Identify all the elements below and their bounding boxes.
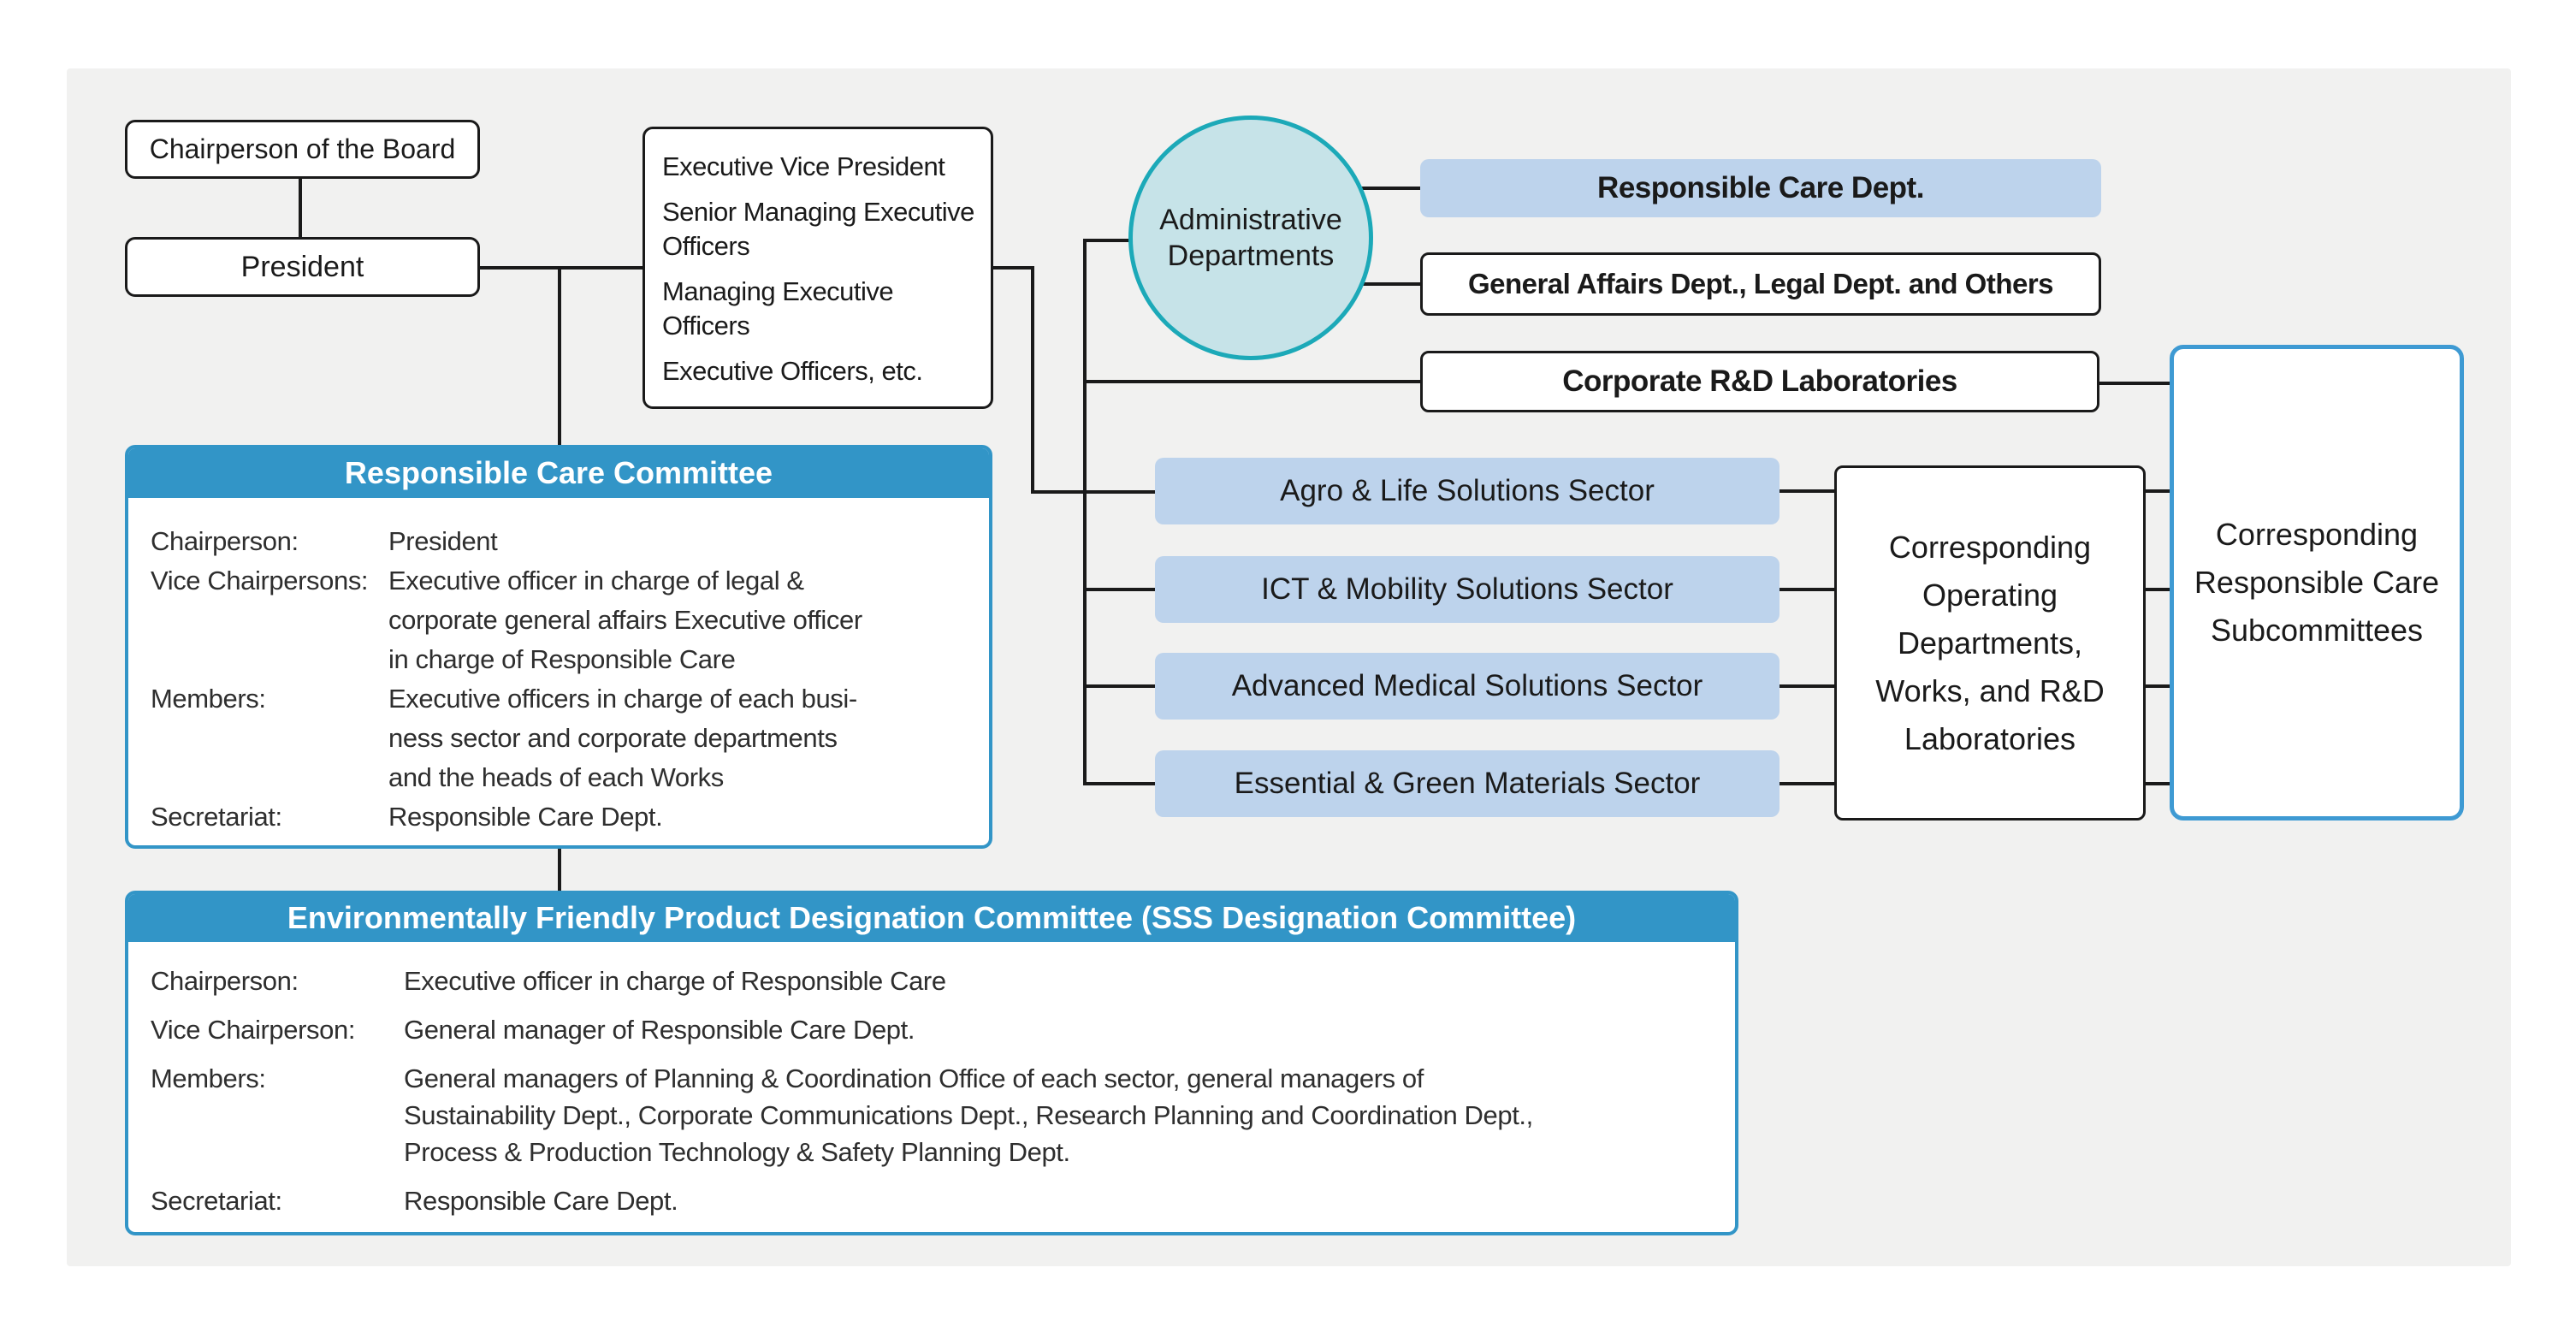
- chairperson-of-the-board-label: Chairperson of the Board: [149, 133, 456, 164]
- committee-row: Secretariat: Responsible Care Dept.: [151, 797, 970, 837]
- connector-drop-rc-committee: [558, 266, 561, 447]
- connector-corporate-rd-subcommittees: [2099, 382, 2173, 385]
- committee-row-value: General managers of Planning & Coordinat…: [404, 1063, 1533, 1167]
- connector-operating-subcommittees-2: [2146, 588, 2173, 591]
- executive-officers-box: Executive Vice President Senior Managing…: [643, 127, 993, 409]
- executive-officer-item: Executive Vice President: [662, 151, 945, 181]
- corporate-rd-laboratories-box: Corporate R&D Laboratories: [1420, 351, 2099, 412]
- sss-designation-committee-header: Environmentally Friendly Product Designa…: [128, 894, 1735, 942]
- connector-branch-admin-circle: [1083, 239, 1143, 242]
- committee-row-label: Secretariat:: [151, 802, 282, 832]
- administrative-departments-label: Administrative Departments: [1159, 204, 1342, 272]
- connector-operating-subcommittees-1: [2146, 489, 2173, 493]
- responsible-care-committee-header: Responsible Care Committee: [128, 448, 989, 498]
- committee-row: Members: General managers of Planning & …: [151, 1060, 1716, 1170]
- committee-row-value: General manager of Responsible Care Dept…: [404, 1015, 915, 1045]
- corresponding-operating-box: Corresponding Operating Departments, Wor…: [1834, 465, 2146, 820]
- committee-row: Chairperson: Executive officer in charge…: [151, 963, 1716, 999]
- committee-row-value: Responsible Care Dept.: [404, 1186, 678, 1216]
- sector-label: ICT & Mobility Solutions Sector: [1261, 572, 1673, 606]
- sss-designation-committee-body: Chairperson: Executive officer in charge…: [128, 942, 1735, 1219]
- committee-row-label: Members:: [151, 1063, 266, 1093]
- president-box: President: [125, 237, 480, 297]
- committee-row-value: Executive officers in charge of each bus…: [388, 684, 857, 792]
- committee-row: Vice Chairperson: General manager of Res…: [151, 1011, 1716, 1048]
- sector-box-ict-mobility: ICT & Mobility Solutions Sector: [1155, 556, 1780, 623]
- connector-advanced-operating: [1778, 684, 1834, 688]
- responsible-care-dept-box: Responsible Care Dept.: [1420, 159, 2101, 217]
- connector-operating-subcommittees-4: [2146, 782, 2173, 785]
- committee-row-label: Members:: [151, 684, 266, 714]
- connector-branch-advanced-sector: [1083, 684, 1155, 688]
- sss-designation-committee-title: Environmentally Friendly Product Designa…: [287, 900, 1577, 935]
- committee-row-label: Vice Chairpersons:: [151, 566, 369, 595]
- sector-box-agro-life: Agro & Life Solutions Sector: [1155, 458, 1780, 524]
- responsible-care-committee-body: Chairperson: President Vice Chairpersons…: [128, 498, 989, 837]
- committee-row-value: Executive officer in charge of Responsib…: [404, 966, 946, 996]
- corresponding-subcommittees-label: Corresponding Responsible Care Subcommit…: [2194, 517, 2440, 648]
- corresponding-subcommittees-box: Corresponding Responsible Care Subcommit…: [2170, 345, 2464, 820]
- committee-row: Members: Executive officers in charge of…: [151, 679, 970, 797]
- committee-row: Chairperson: President: [151, 522, 970, 561]
- connector-trunk-vertical: [1031, 266, 1034, 494]
- connector-trunk-to-branch-and-agro: [1031, 490, 1155, 494]
- connector-circle-rc-dept: [1335, 187, 1420, 190]
- president-label: President: [240, 250, 364, 283]
- connector-essential-operating: [1778, 782, 1834, 785]
- sector-label: Essential & Green Materials Sector: [1234, 767, 1701, 800]
- connector-operating-subcommittees-3: [2146, 684, 2173, 688]
- sector-label: Agro & Life Solutions Sector: [1280, 474, 1655, 507]
- general-affairs-legal-box: General Affairs Dept., Legal Dept. and O…: [1420, 252, 2101, 316]
- committee-row-label: Chairperson:: [151, 966, 299, 996]
- connector-ict-operating: [1778, 588, 1834, 591]
- sector-box-advanced-medical: Advanced Medical Solutions Sector: [1155, 653, 1780, 720]
- connector-rc-committee-sss-committee: [558, 849, 561, 891]
- committee-row: Secretariat: Responsible Care Dept.: [151, 1182, 1716, 1219]
- committee-row-value: Executive officer in charge of legal & c…: [388, 566, 862, 674]
- executive-officer-item: Managing Executive Officers: [662, 276, 894, 341]
- connector-circle-general-affairs: [1335, 282, 1420, 286]
- executive-officer-item: Executive Officers, etc.: [662, 356, 923, 386]
- committee-row-label: Vice Chairperson:: [151, 1015, 356, 1045]
- executive-officer-item: Senior Managing Executive Officers: [662, 197, 974, 261]
- responsible-care-committee-title: Responsible Care Committee: [344, 455, 773, 490]
- committee-row-label: Secretariat:: [151, 1186, 282, 1216]
- connector-executives-trunk: [992, 266, 1034, 270]
- sss-designation-committee-box: Environmentally Friendly Product Designa…: [125, 891, 1738, 1235]
- connector-branch-vertical: [1083, 239, 1087, 785]
- sector-box-essential-green: Essential & Green Materials Sector: [1155, 750, 1780, 817]
- committee-row-label: Chairperson:: [151, 526, 299, 556]
- corporate-rd-laboratories-label: Corporate R&D Laboratories: [1562, 364, 1957, 398]
- general-affairs-legal-label: General Affairs Dept., Legal Dept. and O…: [1467, 268, 2054, 299]
- committee-row-value: Responsible Care Dept.: [388, 802, 663, 832]
- connector-branch-essential-sector: [1083, 782, 1155, 785]
- connector-president-executives: [478, 266, 644, 270]
- responsible-care-committee-box: Responsible Care Committee Chairperson: …: [125, 445, 992, 849]
- administrative-departments-circle: Administrative Departments: [1128, 116, 1373, 360]
- sector-label: Advanced Medical Solutions Sector: [1231, 669, 1703, 702]
- committee-row: Vice Chairpersons: Executive officer in …: [151, 561, 970, 679]
- corresponding-operating-label: Corresponding Operating Departments, Wor…: [1875, 529, 2105, 756]
- connector-chairperson-president: [299, 179, 302, 239]
- chairperson-of-the-board-box: Chairperson of the Board: [125, 120, 480, 179]
- connector-branch-ict-sector: [1083, 588, 1155, 591]
- responsible-care-dept-label: Responsible Care Dept.: [1597, 171, 1924, 204]
- connector-branch-corporate-rd: [1083, 380, 1420, 383]
- committee-row-value: President: [388, 526, 498, 556]
- connector-agro-operating: [1778, 489, 1834, 493]
